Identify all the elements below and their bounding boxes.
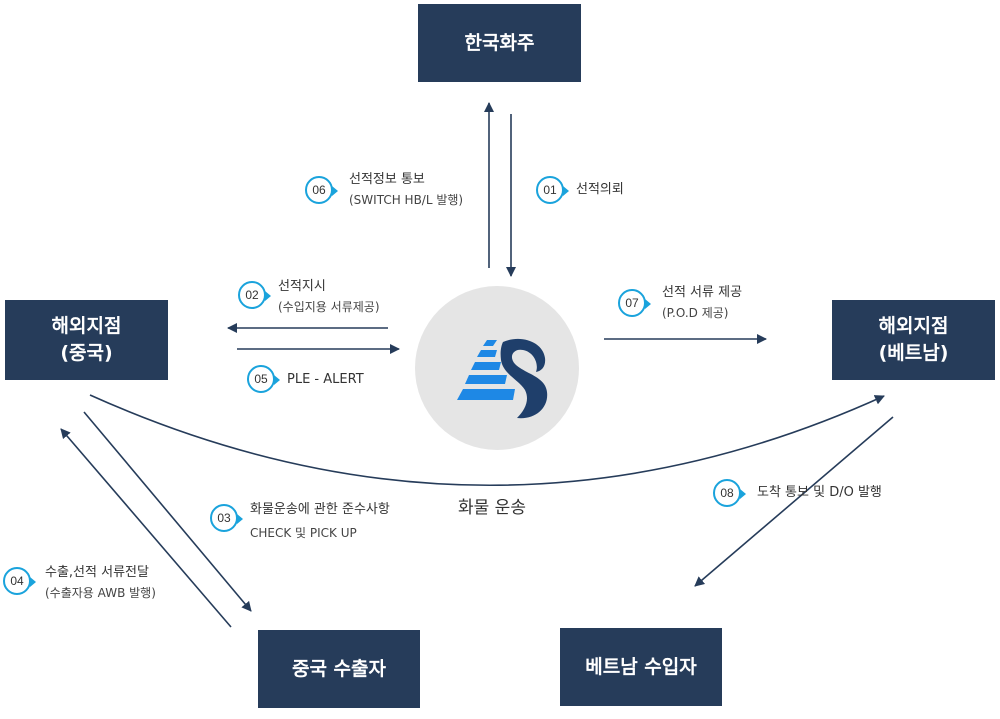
step-number-badge: 08 (713, 479, 746, 507)
node-label-sub: (중국) (60, 342, 113, 364)
arrow-08-down (694, 416, 894, 587)
arrow-cargo-route (89, 394, 885, 487)
node-korea-shipper: 한국화주 (418, 4, 581, 82)
step-title: 선적의뢰 (576, 182, 624, 197)
node-label: 베트남 수입자 (585, 655, 697, 678)
node-china-exporter: 중국 수출자 (258, 630, 420, 708)
step-title: PLE - ALERT (287, 372, 364, 387)
step-subtitle: (수입지용 서류제공) (278, 300, 380, 314)
step-number-badge: 07 (618, 289, 651, 317)
step-number-badge: 01 (536, 176, 569, 204)
company-logo (415, 286, 579, 450)
step-number-badge: 05 (247, 365, 280, 393)
step-number-badge: 02 (238, 281, 271, 309)
step-number-badge: 04 (3, 567, 36, 595)
node-branch-china: 해외지점 (중국) (5, 300, 168, 380)
step-title: 도착 통보 및 D/O 발행 (757, 485, 882, 500)
step-number-badge: 06 (305, 176, 338, 204)
step-title: 선적 서류 제공 (662, 285, 743, 300)
company-logo-s-icon (457, 338, 548, 419)
node-label-sub: (베트남) (878, 342, 949, 364)
node-branch-vietnam: 해외지점 (베트남) (832, 300, 995, 380)
step-subtitle: (P.O.D 제공) (662, 306, 729, 320)
step-title: 화물운송에 관한 준수사항 (250, 502, 390, 517)
step-subtitle: (수출자용 AWB 발행) (45, 586, 156, 600)
node-label: 중국 수출자 (291, 657, 386, 680)
step-subtitle: CHECK 및 PICK UP (250, 526, 357, 540)
node-label: 한국화주 (464, 31, 535, 54)
step-title: 선적지시 (278, 279, 326, 294)
arrow-03-down (83, 411, 252, 612)
node-label: 해외지점 (878, 315, 949, 337)
step-title: 선적정보 통보 (349, 172, 425, 187)
cargo-route-label: 화물 운송 (458, 498, 526, 518)
step-title: 수출,선적 서류전달 (45, 565, 149, 580)
step-subtitle: (SWITCH HB/L 발행) (349, 193, 464, 207)
node-vietnam-importer: 베트남 수입자 (560, 628, 722, 706)
node-label: 해외지점 (51, 315, 122, 337)
step-number-badge: 03 (210, 504, 243, 532)
arrow-04-up (60, 428, 232, 628)
